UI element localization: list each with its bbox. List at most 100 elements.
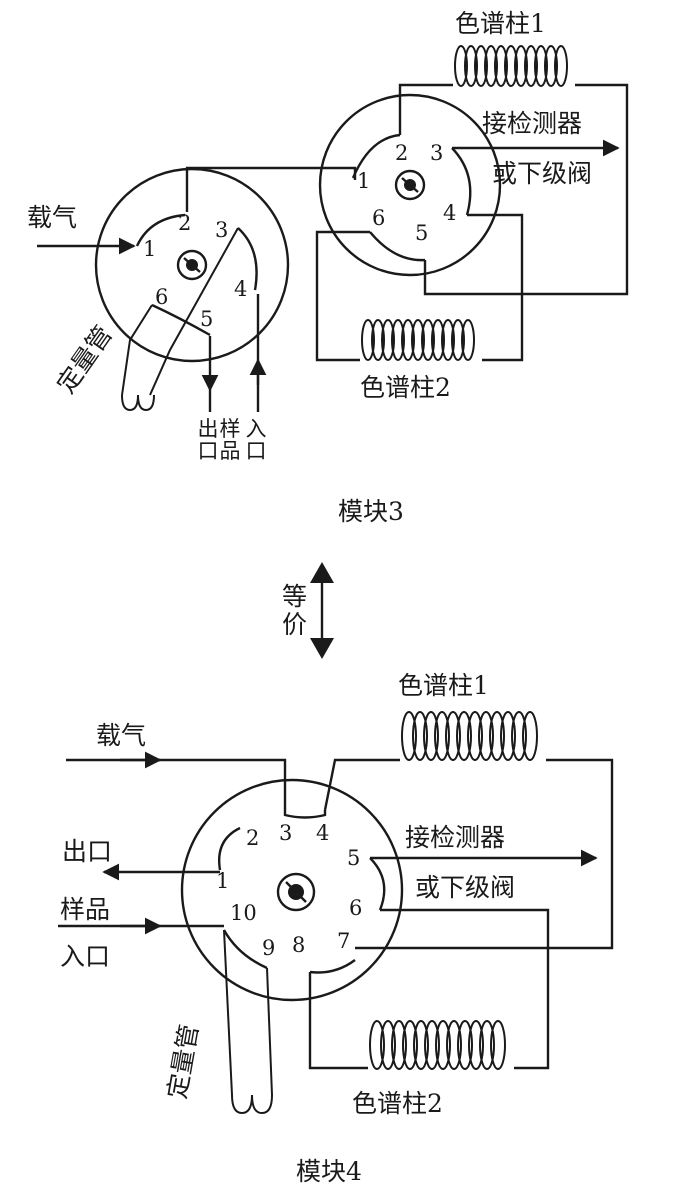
m4-detector-label-1: 接检测器 — [405, 823, 505, 852]
coil-loop — [554, 45, 568, 87]
module3-diagram: 1 2 3 4 5 6 载气 定量管 出 口 样 — [27, 9, 629, 526]
m3r-port-2: 2 — [395, 141, 408, 165]
m3l-port-4: 4 — [234, 277, 247, 301]
m4-port-10: 10 — [230, 901, 257, 925]
coil-loop — [461, 319, 475, 361]
m3-column1-coil — [453, 44, 575, 88]
m3r-port-4: 4 — [443, 201, 456, 225]
coil-loop — [524, 45, 538, 87]
coil-loop — [467, 711, 483, 761]
m3l-port-5: 5 — [200, 307, 213, 331]
m3-column1-loop — [398, 83, 629, 296]
m3r-arc-6-5 — [369, 231, 426, 262]
coil-loop — [402, 1020, 418, 1070]
m3-caption: 模块3 — [338, 497, 404, 526]
coil-loop — [401, 711, 417, 761]
m4-quant-line-a — [223, 929, 233, 1096]
m3r-port-1: 1 — [357, 169, 370, 193]
coil-loop — [424, 1020, 440, 1070]
coil-loop — [454, 45, 468, 87]
coil-loop — [479, 1020, 495, 1070]
m4-sample-label-1: 样品 — [60, 895, 110, 924]
m3r-arc-1-2 — [351, 133, 401, 179]
m4-port-2: 2 — [246, 826, 259, 850]
m3-column2-label: 色谱柱2 — [360, 373, 451, 402]
m4-column2-label: 色谱柱2 — [352, 1089, 443, 1118]
coil-loop — [431, 319, 445, 361]
m3-line-left2-right1 — [185, 166, 357, 212]
m4-sample-label-2: 入口 — [60, 942, 110, 971]
coil-loop — [369, 1020, 385, 1070]
m4-carrier-gas-line — [66, 758, 287, 810]
m4-column1-label: 色谱柱1 — [398, 671, 489, 700]
equivalent-indicator: 等 价 — [282, 562, 334, 659]
coil-loop — [423, 711, 439, 761]
coil-loop — [401, 319, 415, 361]
m4-port-9: 9 — [262, 936, 275, 960]
m3-sample-char-4: 口 — [246, 439, 267, 463]
equivalent-arrow-up — [310, 562, 334, 583]
coil-loop — [514, 45, 528, 87]
coil-loop — [371, 319, 385, 361]
coil-loop — [468, 1020, 484, 1070]
coil-loop — [464, 45, 478, 87]
m4-port-6: 6 — [349, 896, 362, 920]
m3-carrier-gas-label: 载气 — [27, 203, 77, 232]
equivalent-arrow-down — [310, 638, 334, 659]
coil-loop — [457, 1020, 473, 1070]
m4-port-3: 3 — [279, 821, 292, 845]
module3-left-valve: 1 2 3 4 5 6 — [94, 167, 290, 363]
m4-port-8: 8 — [292, 933, 305, 957]
m3l-port-6: 6 — [155, 285, 168, 309]
m3-detector-label-2: 或下级阀 — [492, 159, 592, 188]
m4-outlet-label: 出口 — [62, 837, 112, 866]
coil-loop — [441, 319, 455, 361]
m3r-port-6: 6 — [372, 206, 385, 230]
coil-loop — [381, 319, 395, 361]
coil-loop — [534, 45, 548, 87]
m4-arc-7-8 — [309, 959, 356, 974]
m3-sample-char-3: 入 — [246, 417, 267, 441]
m4-carrier-gas-label: 载气 — [96, 721, 146, 750]
m4-quant-tube-coil — [231, 1094, 273, 1115]
m3l-port-2: 2 — [178, 211, 191, 235]
coil-loop — [445, 711, 461, 761]
coil-loop — [478, 711, 494, 761]
coil-loop — [361, 319, 375, 361]
m4-column1-coil — [400, 710, 546, 762]
m4-arc-5-6 — [369, 857, 386, 911]
coil-loop — [494, 45, 508, 87]
m4-port-5: 5 — [347, 846, 360, 870]
m4-port-1: 1 — [216, 869, 229, 893]
m4-arc-3-4 — [283, 810, 327, 819]
coil-loop — [489, 711, 505, 761]
m3-outlet-label: 出 口 — [198, 417, 219, 463]
m3-quant-tube-coil — [121, 394, 155, 412]
m3l-arc-3-4 — [237, 227, 258, 291]
coil-loop — [511, 711, 527, 761]
coil-loop — [490, 1020, 506, 1070]
m4-port-7: 7 — [337, 929, 350, 953]
m4-column2-coil — [368, 1019, 514, 1071]
m3-sample-char-2: 品 — [220, 439, 241, 463]
m4-quant-tube-label: 定量管 — [162, 1022, 204, 1101]
m3-sample-char-1: 样 — [220, 417, 241, 441]
m4-column2-loop — [308, 908, 550, 1070]
coil-loop — [413, 1020, 429, 1070]
m3l-port-3: 3 — [215, 218, 228, 242]
m3l-port-1: 1 — [143, 237, 156, 261]
m3l-arc-6-5 — [151, 303, 211, 337]
coil-loop — [412, 711, 428, 761]
m3-outlet-char-2: 口 — [198, 439, 219, 463]
m3r-port-3: 3 — [430, 141, 443, 165]
m3-column2-coil — [360, 318, 482, 362]
m4-port-4: 4 — [316, 821, 329, 845]
coil-loop — [522, 711, 538, 761]
module4-valve: 1 2 3 4 5 6 7 8 9 10 — [180, 778, 404, 1002]
m4-column1-loop — [323, 758, 614, 950]
coil-loop — [391, 319, 405, 361]
coil-loop — [391, 1020, 407, 1070]
coil-loop — [484, 45, 498, 87]
m4-arc-1-2 — [218, 826, 241, 871]
